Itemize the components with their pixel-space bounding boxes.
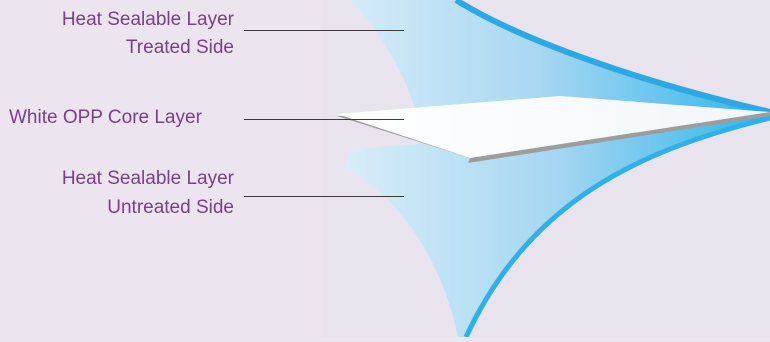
bottom-layer-label-line2: Untreated Side (107, 197, 234, 218)
bottom-film-layer (345, 114, 770, 337)
bottom-layer-leader-line (244, 196, 404, 197)
core-layer-leader-line (244, 119, 404, 120)
core-layer-label: White OPP Core Layer (9, 107, 202, 128)
core-layer (337, 96, 770, 158)
bottom-film-edge (463, 115, 770, 339)
top-layer-leader-line (244, 30, 404, 31)
top-layer-label-line2: Treated Side (125, 37, 234, 58)
top-film-layer (350, 0, 770, 128)
bottom-layer-label-line1: Heat Sealable Layer (61, 168, 234, 189)
top-film-edge (454, 0, 770, 115)
top-layer-label-line1: Heat Sealable Layer (61, 9, 234, 30)
